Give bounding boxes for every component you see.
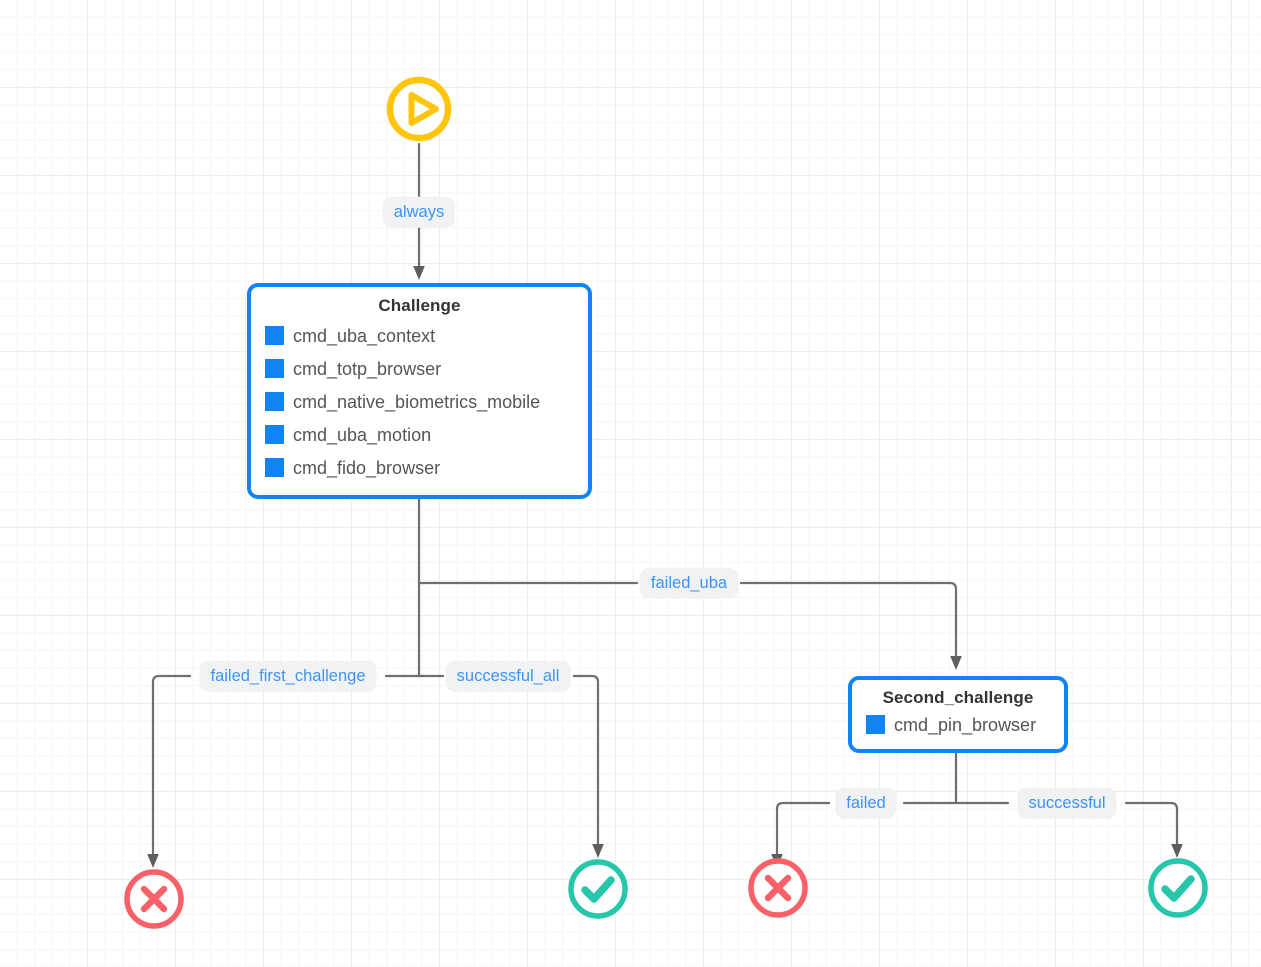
edge-label-successful[interactable]: successful — [1017, 787, 1117, 819]
terminal-fail-left[interactable] — [121, 866, 187, 932]
edge-failed-down — [775, 801, 831, 860]
terminal-success-left[interactable] — [565, 856, 631, 922]
edge-failed-first-down — [151, 674, 192, 860]
node-item-label: cmd_uba_context — [293, 325, 436, 346]
arrow-failed-uba — [950, 656, 962, 670]
node-challenge-title: Challenge — [378, 296, 461, 315]
command-swatch-icon — [265, 425, 284, 444]
terminal-success-right[interactable] — [1145, 855, 1211, 921]
node-challenge[interactable]: Challenge cmd_uba_context cmd_totp_brows… — [247, 283, 592, 499]
play-circle-icon — [386, 76, 452, 142]
node-item-label: cmd_uba_motion — [293, 424, 432, 445]
edge-label-successful-all[interactable]: successful_all — [445, 660, 571, 692]
node-second-challenge-items: cmd_pin_browser — [866, 709, 1050, 740]
terminal-fail-right[interactable] — [745, 855, 811, 921]
check-circle-icon — [568, 859, 628, 919]
edge-label-failed-uba[interactable]: failed_uba — [639, 567, 739, 599]
edge-label-failed[interactable]: failed — [835, 787, 897, 819]
node-item-label: cmd_native_biometrics_mobile — [293, 391, 541, 412]
node-second-challenge-title: Second_challenge — [882, 688, 1034, 707]
edge-successful-down — [1124, 801, 1179, 850]
node-item[interactable]: cmd_uba_context — [265, 319, 574, 352]
node-challenge-items: cmd_uba_context cmd_totp_browser cmd_nat… — [265, 319, 574, 484]
command-swatch-icon — [265, 359, 284, 378]
node-second-challenge[interactable]: Second_challenge cmd_pin_browser — [848, 676, 1068, 753]
command-swatch-icon — [265, 326, 284, 345]
x-circle-icon — [124, 869, 184, 929]
node-item-label: cmd_fido_browser — [293, 457, 441, 478]
edge-failed-uba-right — [739, 581, 958, 662]
edge-label-always[interactable]: always — [382, 196, 456, 228]
node-item[interactable]: cmd_pin_browser — [866, 709, 1050, 740]
start-node[interactable] — [384, 74, 454, 144]
node-item[interactable]: cmd_totp_browser — [265, 352, 574, 385]
check-circle-icon — [1148, 858, 1208, 918]
node-item[interactable]: cmd_native_biometrics_mobile — [265, 385, 574, 418]
arrow-always — [413, 266, 425, 280]
x-circle-icon — [748, 858, 808, 918]
node-item-label: cmd_totp_browser — [293, 358, 442, 379]
command-swatch-icon — [265, 392, 284, 411]
command-swatch-icon — [866, 715, 885, 734]
command-swatch-icon — [265, 458, 284, 477]
node-item-label: cmd_pin_browser — [894, 714, 1037, 735]
edge-label-failed-first-challenge[interactable]: failed_first_challenge — [199, 660, 377, 692]
node-item[interactable]: cmd_uba_motion — [265, 418, 574, 451]
node-item[interactable]: cmd_fido_browser — [265, 451, 574, 484]
edge-successful-all-down — [572, 674, 600, 850]
